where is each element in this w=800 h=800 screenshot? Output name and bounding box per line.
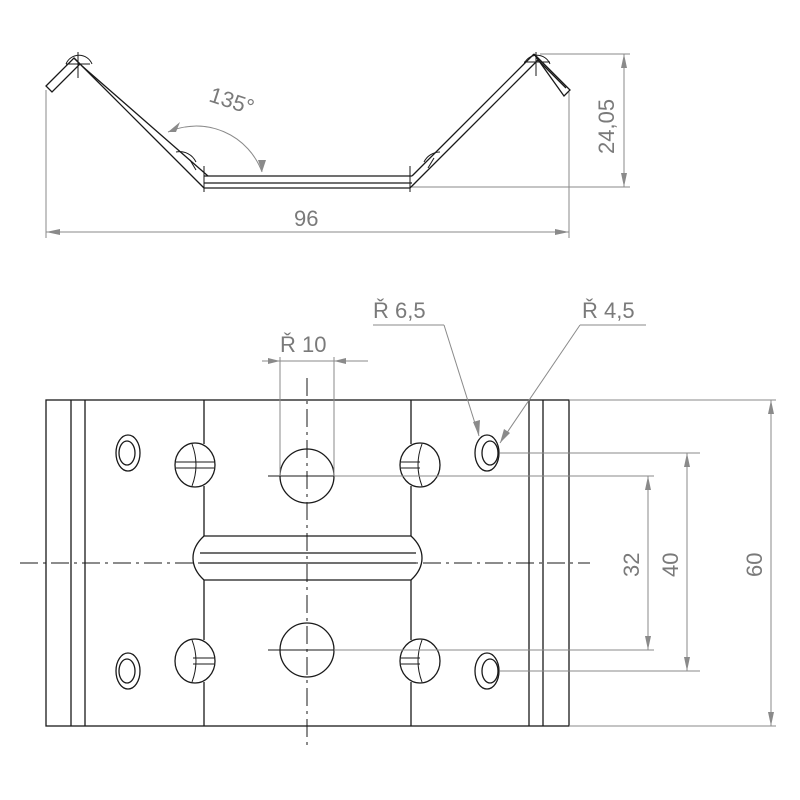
side-view-profile bbox=[45, 52, 571, 192]
counterbore-outer-leader: Ř 6,5 bbox=[373, 298, 480, 437]
angle-label: 135° bbox=[206, 82, 257, 120]
relief-bump-top-right bbox=[399, 442, 441, 488]
counterbore-inner-leader: Ř 4,5 bbox=[499, 298, 646, 444]
spacing-40-label: 40 bbox=[658, 553, 683, 577]
counterbore-outer-label: Ř 6,5 bbox=[373, 298, 426, 323]
large-hole-label: Ř 10 bbox=[280, 332, 326, 357]
side-view: 135° 96 24,05 bbox=[45, 52, 630, 238]
center-lines bbox=[20, 378, 590, 748]
relief-bump-bottom-left bbox=[174, 638, 216, 684]
countersunk-hole-top-right bbox=[474, 434, 500, 472]
width-dimension: 96 bbox=[45, 90, 570, 238]
angle-dimension: 135° bbox=[167, 82, 266, 173]
height-60-label: 60 bbox=[742, 553, 767, 577]
top-view: Ř 10 Ř 6,5 Ř 4,5 32 bbox=[20, 298, 776, 748]
relief-bump-bottom-right bbox=[399, 638, 441, 684]
relief-bump-top-left bbox=[174, 442, 216, 488]
height-dimension: 24,05 bbox=[412, 53, 630, 188]
countersunk-hole-bottom-right bbox=[474, 652, 500, 690]
vertical-dimensions: 32 40 60 bbox=[334, 399, 776, 727]
counterbore-inner-label: Ř 4,5 bbox=[582, 298, 635, 323]
countersunk-hole-top-left bbox=[115, 434, 141, 472]
countersunk-hole-bottom-left bbox=[115, 652, 141, 690]
spacing-32-label: 32 bbox=[619, 553, 644, 577]
large-hole-dimension: Ř 10 bbox=[262, 332, 368, 476]
width-label: 96 bbox=[294, 206, 318, 231]
height-label: 24,05 bbox=[594, 99, 619, 154]
